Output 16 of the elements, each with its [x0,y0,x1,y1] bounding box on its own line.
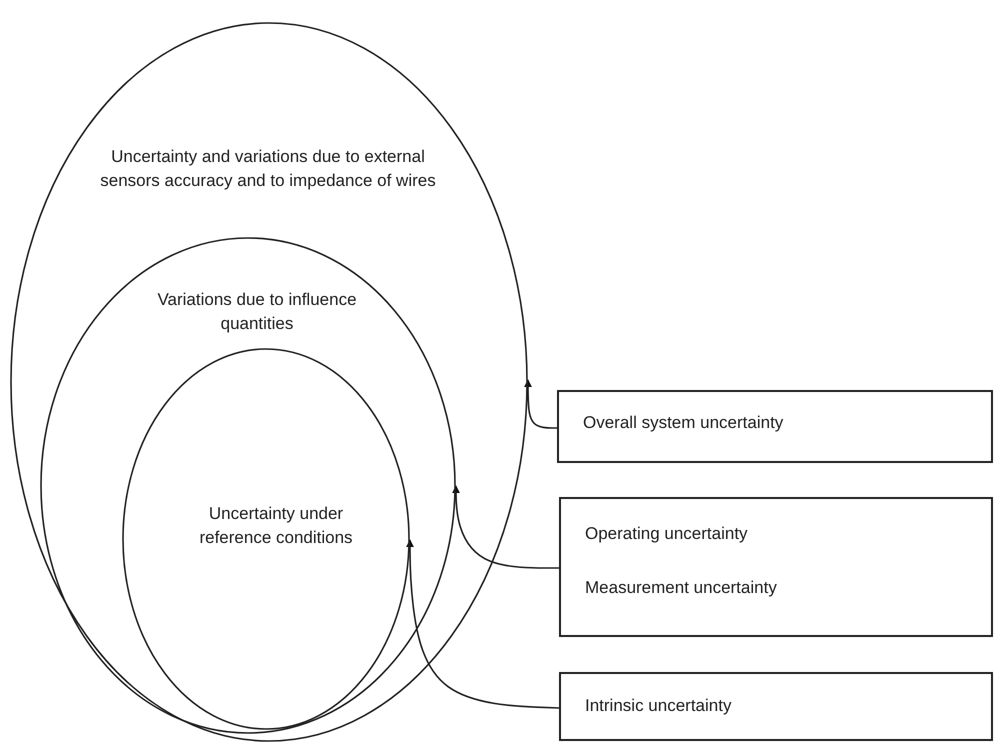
box-label: Operating uncertainty [585,523,749,545]
region-label: Uncertainty and variations due to external sensors accuracy and to impedance of wires [99,146,437,192]
ellipse-region [122,348,410,730]
box-label: Measurement uncertainty [585,577,778,599]
box-label: Intrinsic uncertainty [585,695,732,717]
region-label: Variations due to influence quantities [156,289,358,335]
box-label: Overall system uncertainty [583,412,784,434]
label-box [557,390,993,463]
label-box [559,497,993,637]
ellipse-region [40,237,456,734]
arrow [452,485,559,569]
arrow [406,539,560,709]
arrow [524,379,557,429]
region-label: Uncertainty under reference conditions [198,503,354,549]
label-box [559,672,993,741]
ellipse-region [10,22,528,742]
